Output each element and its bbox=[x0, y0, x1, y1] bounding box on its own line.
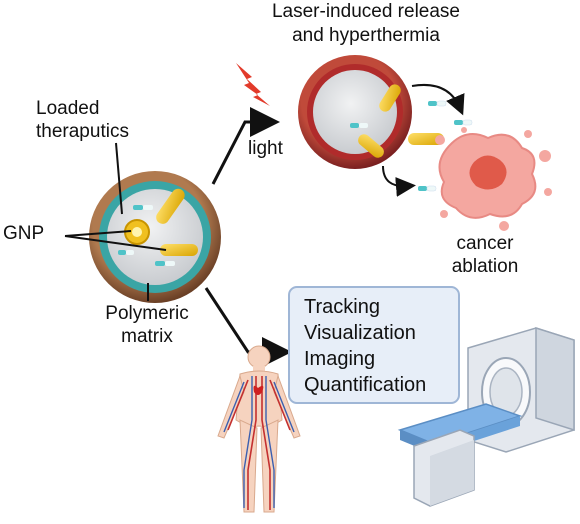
annotation-lines bbox=[64, 142, 167, 301]
cancer-cell-icon bbox=[435, 127, 552, 231]
human-circulatory-system-icon bbox=[217, 345, 301, 513]
ct-scanner-icon bbox=[397, 326, 575, 507]
releasing-nanoparticle bbox=[298, 55, 444, 169]
arrow-to-release bbox=[211, 107, 280, 185]
gold-nanosphere-icon bbox=[124, 219, 150, 245]
cancer-label: cancer bbox=[456, 233, 514, 254]
application-imaging: Imaging bbox=[304, 348, 376, 370]
theraputics-label: theraputics bbox=[36, 121, 129, 142]
light-label: light bbox=[248, 138, 283, 159]
matrix-label: matrix bbox=[121, 326, 173, 347]
gold-nanorod-icon bbox=[156, 188, 198, 256]
release-arrows bbox=[382, 84, 465, 197]
loaded-label: Loaded bbox=[36, 98, 100, 119]
release-title-line1: Laser-induced release bbox=[271, 1, 460, 22]
application-tracking: Tracking bbox=[304, 296, 380, 318]
drug-molecule-icon bbox=[118, 205, 175, 266]
ablation-label: ablation bbox=[451, 256, 519, 277]
loaded-nanoparticle bbox=[89, 171, 221, 303]
application-visualization: Visualization bbox=[304, 322, 416, 344]
application-quantification: Quantification bbox=[304, 374, 427, 396]
polymeric-label: Polymeric bbox=[105, 303, 189, 324]
release-title-line2: and hyperthermia bbox=[292, 25, 440, 46]
gnp-label: GNP bbox=[3, 223, 45, 244]
lightning-bolt-icon bbox=[236, 63, 270, 106]
applications-box: Tracking Visualization Imaging Quantific… bbox=[288, 286, 460, 404]
arrow-to-applications bbox=[204, 287, 292, 367]
